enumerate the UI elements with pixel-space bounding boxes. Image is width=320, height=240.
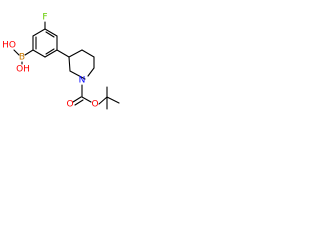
ester-oxygen-label: O (91, 100, 98, 110)
piperidine-ring (68, 49, 95, 80)
molecule-canvas: F B HO OH N O O (0, 0, 152, 152)
carbonyl-ester-bond (81, 96, 92, 103)
piperidine-nitrogen-label: N (79, 76, 86, 86)
c-b-bond (24, 49, 34, 56)
tbutyl-methyl-right (106, 96, 120, 104)
carbonyl-oxygen-label: O (66, 100, 73, 110)
aryl-piperidine-bond (56, 49, 70, 58)
boron-label: B (19, 53, 25, 63)
ester-tbutyl-bond (98, 96, 108, 105)
benzene-ring (32, 28, 58, 58)
carbonyl-double-bond-b (74, 99, 84, 106)
b-oh-top-bond (13, 49, 20, 56)
hydroxyl-bottom-label: OH (16, 65, 30, 75)
carbonyl-double-bond-a (72, 96, 82, 103)
fluorine-label: F (42, 13, 47, 23)
molecule-structure: F B HO OH N O O (2, 13, 120, 110)
hydroxyl-top-label: HO (2, 41, 16, 51)
